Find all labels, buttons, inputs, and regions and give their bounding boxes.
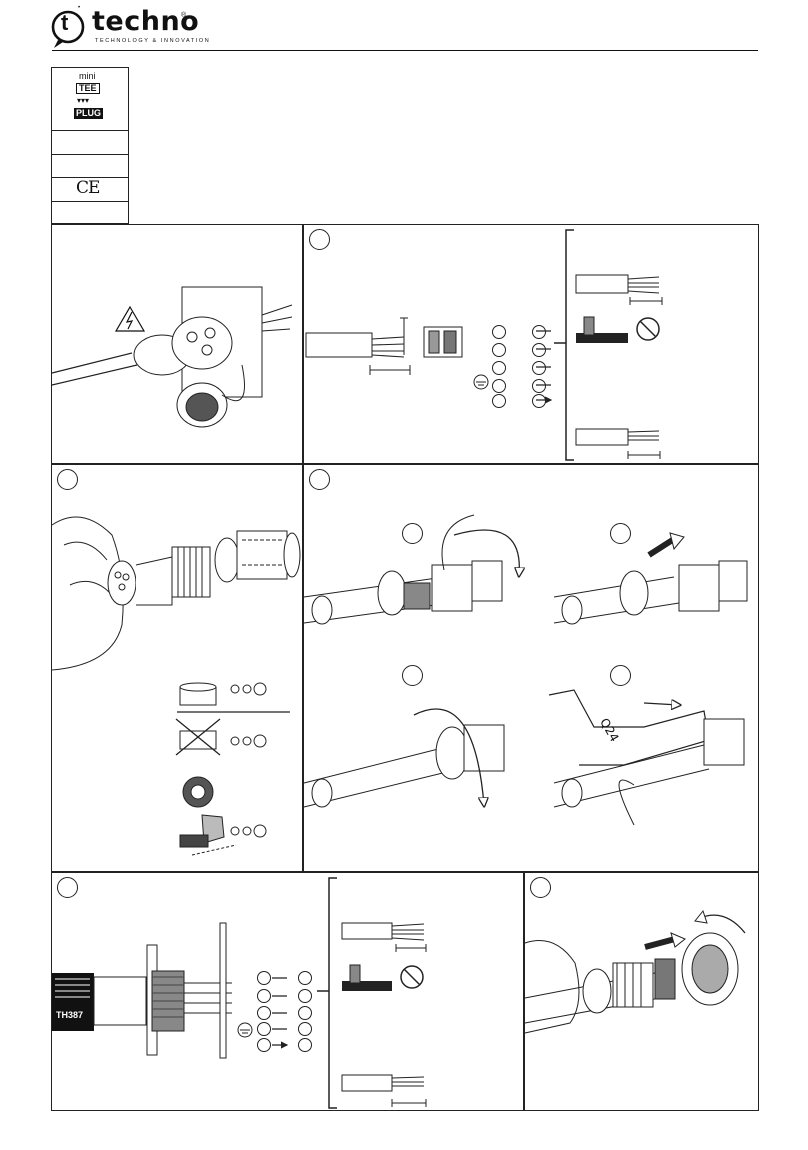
step-number-circle	[57, 877, 78, 898]
ce-mark: CE	[76, 178, 100, 198]
spec-row-divider	[52, 154, 128, 155]
pin-circle	[257, 1022, 271, 1036]
pin-circle	[298, 989, 312, 1003]
panel-step-3: Q24	[303, 464, 759, 872]
tightening-sequence-illustration	[303, 514, 748, 826]
pin-circle	[298, 1006, 312, 1020]
step-number-circle	[309, 469, 330, 490]
spec-row-divider	[52, 201, 128, 202]
step-number-circle	[309, 229, 330, 250]
pin-circle	[257, 971, 271, 985]
product-logo-plug: PLUG	[74, 108, 104, 119]
pin-circle	[257, 1038, 271, 1052]
panel-step-0	[51, 224, 303, 464]
pin-circle	[298, 1022, 312, 1036]
substep-circle	[402, 665, 423, 686]
connector-installed-illustration	[51, 286, 293, 428]
panel-step-4: TH387	[51, 872, 524, 1111]
step-number-circle	[530, 877, 551, 898]
header-rule	[52, 50, 758, 51]
panel-step-2	[51, 464, 303, 872]
pin-circle	[532, 379, 546, 393]
pin-circle	[298, 971, 312, 985]
cable-prep-illustration	[305, 229, 663, 461]
pin-circle	[532, 361, 546, 375]
panel-mount-illustration	[52, 877, 427, 1109]
pin-circle	[492, 379, 506, 393]
logo-mark-icon	[51, 10, 85, 48]
panel-step-1	[303, 224, 759, 464]
substep-circle	[402, 523, 423, 544]
substep-circle	[610, 665, 631, 686]
pin-circle	[492, 394, 506, 408]
pin-circle	[532, 394, 546, 408]
substep-circle	[610, 523, 631, 544]
product-logo-arrows-icon: ▾▾▾	[77, 96, 90, 105]
electric-hazard-icon	[114, 305, 146, 332]
final-mating-illustration	[524, 909, 746, 1034]
spec-row-divider	[52, 177, 128, 178]
spec-row-divider	[52, 130, 128, 131]
device-label: TH387	[56, 1010, 84, 1020]
pin-circle	[492, 361, 506, 375]
registered-mark: ®	[181, 12, 187, 19]
pin-circle	[257, 1006, 271, 1020]
product-logo-tee: TEE	[76, 83, 100, 94]
hand-assembly-illustration	[51, 516, 301, 856]
pin-circle	[492, 325, 506, 339]
brand-name: techno	[92, 6, 200, 37]
spec-box: mini TEE ▾▾▾ PLUG CE	[51, 67, 129, 224]
pin-circle	[532, 325, 546, 339]
pin-circle	[532, 343, 546, 357]
pin-circle	[492, 343, 506, 357]
logo-letter: t	[61, 10, 69, 35]
logo-dot: •	[78, 5, 81, 11]
step-number-circle	[57, 469, 78, 490]
brand-tagline: TECHNOLOGY & INNOVATION	[95, 38, 211, 44]
panel-step-5	[524, 872, 759, 1111]
product-logo-mini: mini	[79, 71, 96, 81]
pin-circle	[257, 989, 271, 1003]
pin-circle	[298, 1038, 312, 1052]
